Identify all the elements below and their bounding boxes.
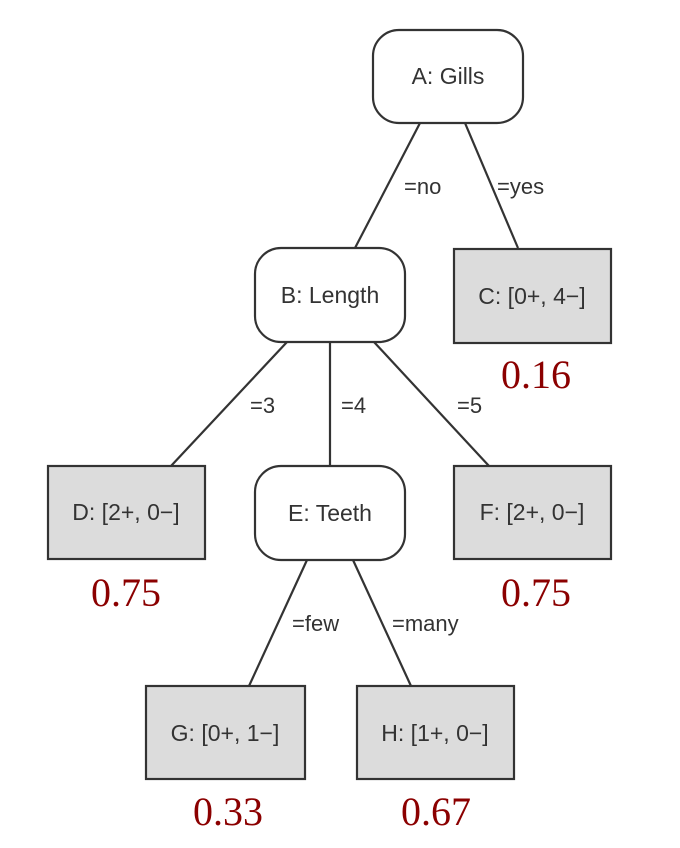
edge-label-b-d: =3: [250, 393, 275, 418]
node-c: C: [0+, 4−]: [452, 247, 613, 345]
node-f-label: F: [2+, 0−]: [480, 499, 585, 525]
node-h-score: 0.67: [401, 789, 471, 834]
edge-e-h: [352, 559, 412, 687]
node-a: A: Gills: [371, 28, 525, 125]
node-g-label: G: [0+, 1−]: [171, 720, 280, 746]
edge-label-a-b: =no: [404, 174, 441, 199]
node-b: B: Length: [253, 246, 407, 344]
node-e: E: Teeth: [253, 464, 407, 562]
node-h-label: H: [1+, 0−]: [381, 720, 488, 746]
node-h: H: [1+, 0−]: [355, 684, 516, 781]
edge-e-g: [248, 559, 308, 687]
edge-b-f: [373, 341, 490, 467]
node-g: G: [0+, 1−]: [144, 684, 307, 781]
node-d-label: D: [2+, 0−]: [72, 499, 179, 525]
edge-a-c: [463, 122, 520, 249]
node-d: D: [2+, 0−]: [46, 464, 207, 561]
node-a-label: A: Gills: [412, 63, 485, 89]
node-d-score: 0.75: [91, 570, 161, 615]
node-f: F: [2+, 0−]: [452, 464, 613, 561]
node-e-label: E: Teeth: [288, 500, 372, 526]
node-c-label: C: [0+, 4−]: [478, 283, 585, 309]
edge-a-b: [354, 122, 421, 249]
edge-label-a-c: =yes: [497, 174, 544, 199]
node-c-score: 0.16: [501, 352, 571, 397]
edge-label-b-e: =4: [341, 393, 366, 418]
edge-label-b-f: =5: [457, 393, 482, 418]
node-g-score: 0.33: [193, 789, 263, 834]
edge-b-d: [170, 341, 288, 467]
node-f-score: 0.75: [501, 570, 571, 615]
node-b-label: B: Length: [281, 282, 379, 308]
edge-label-e-g: =few: [292, 611, 339, 636]
edge-label-e-h: =many: [392, 611, 459, 636]
